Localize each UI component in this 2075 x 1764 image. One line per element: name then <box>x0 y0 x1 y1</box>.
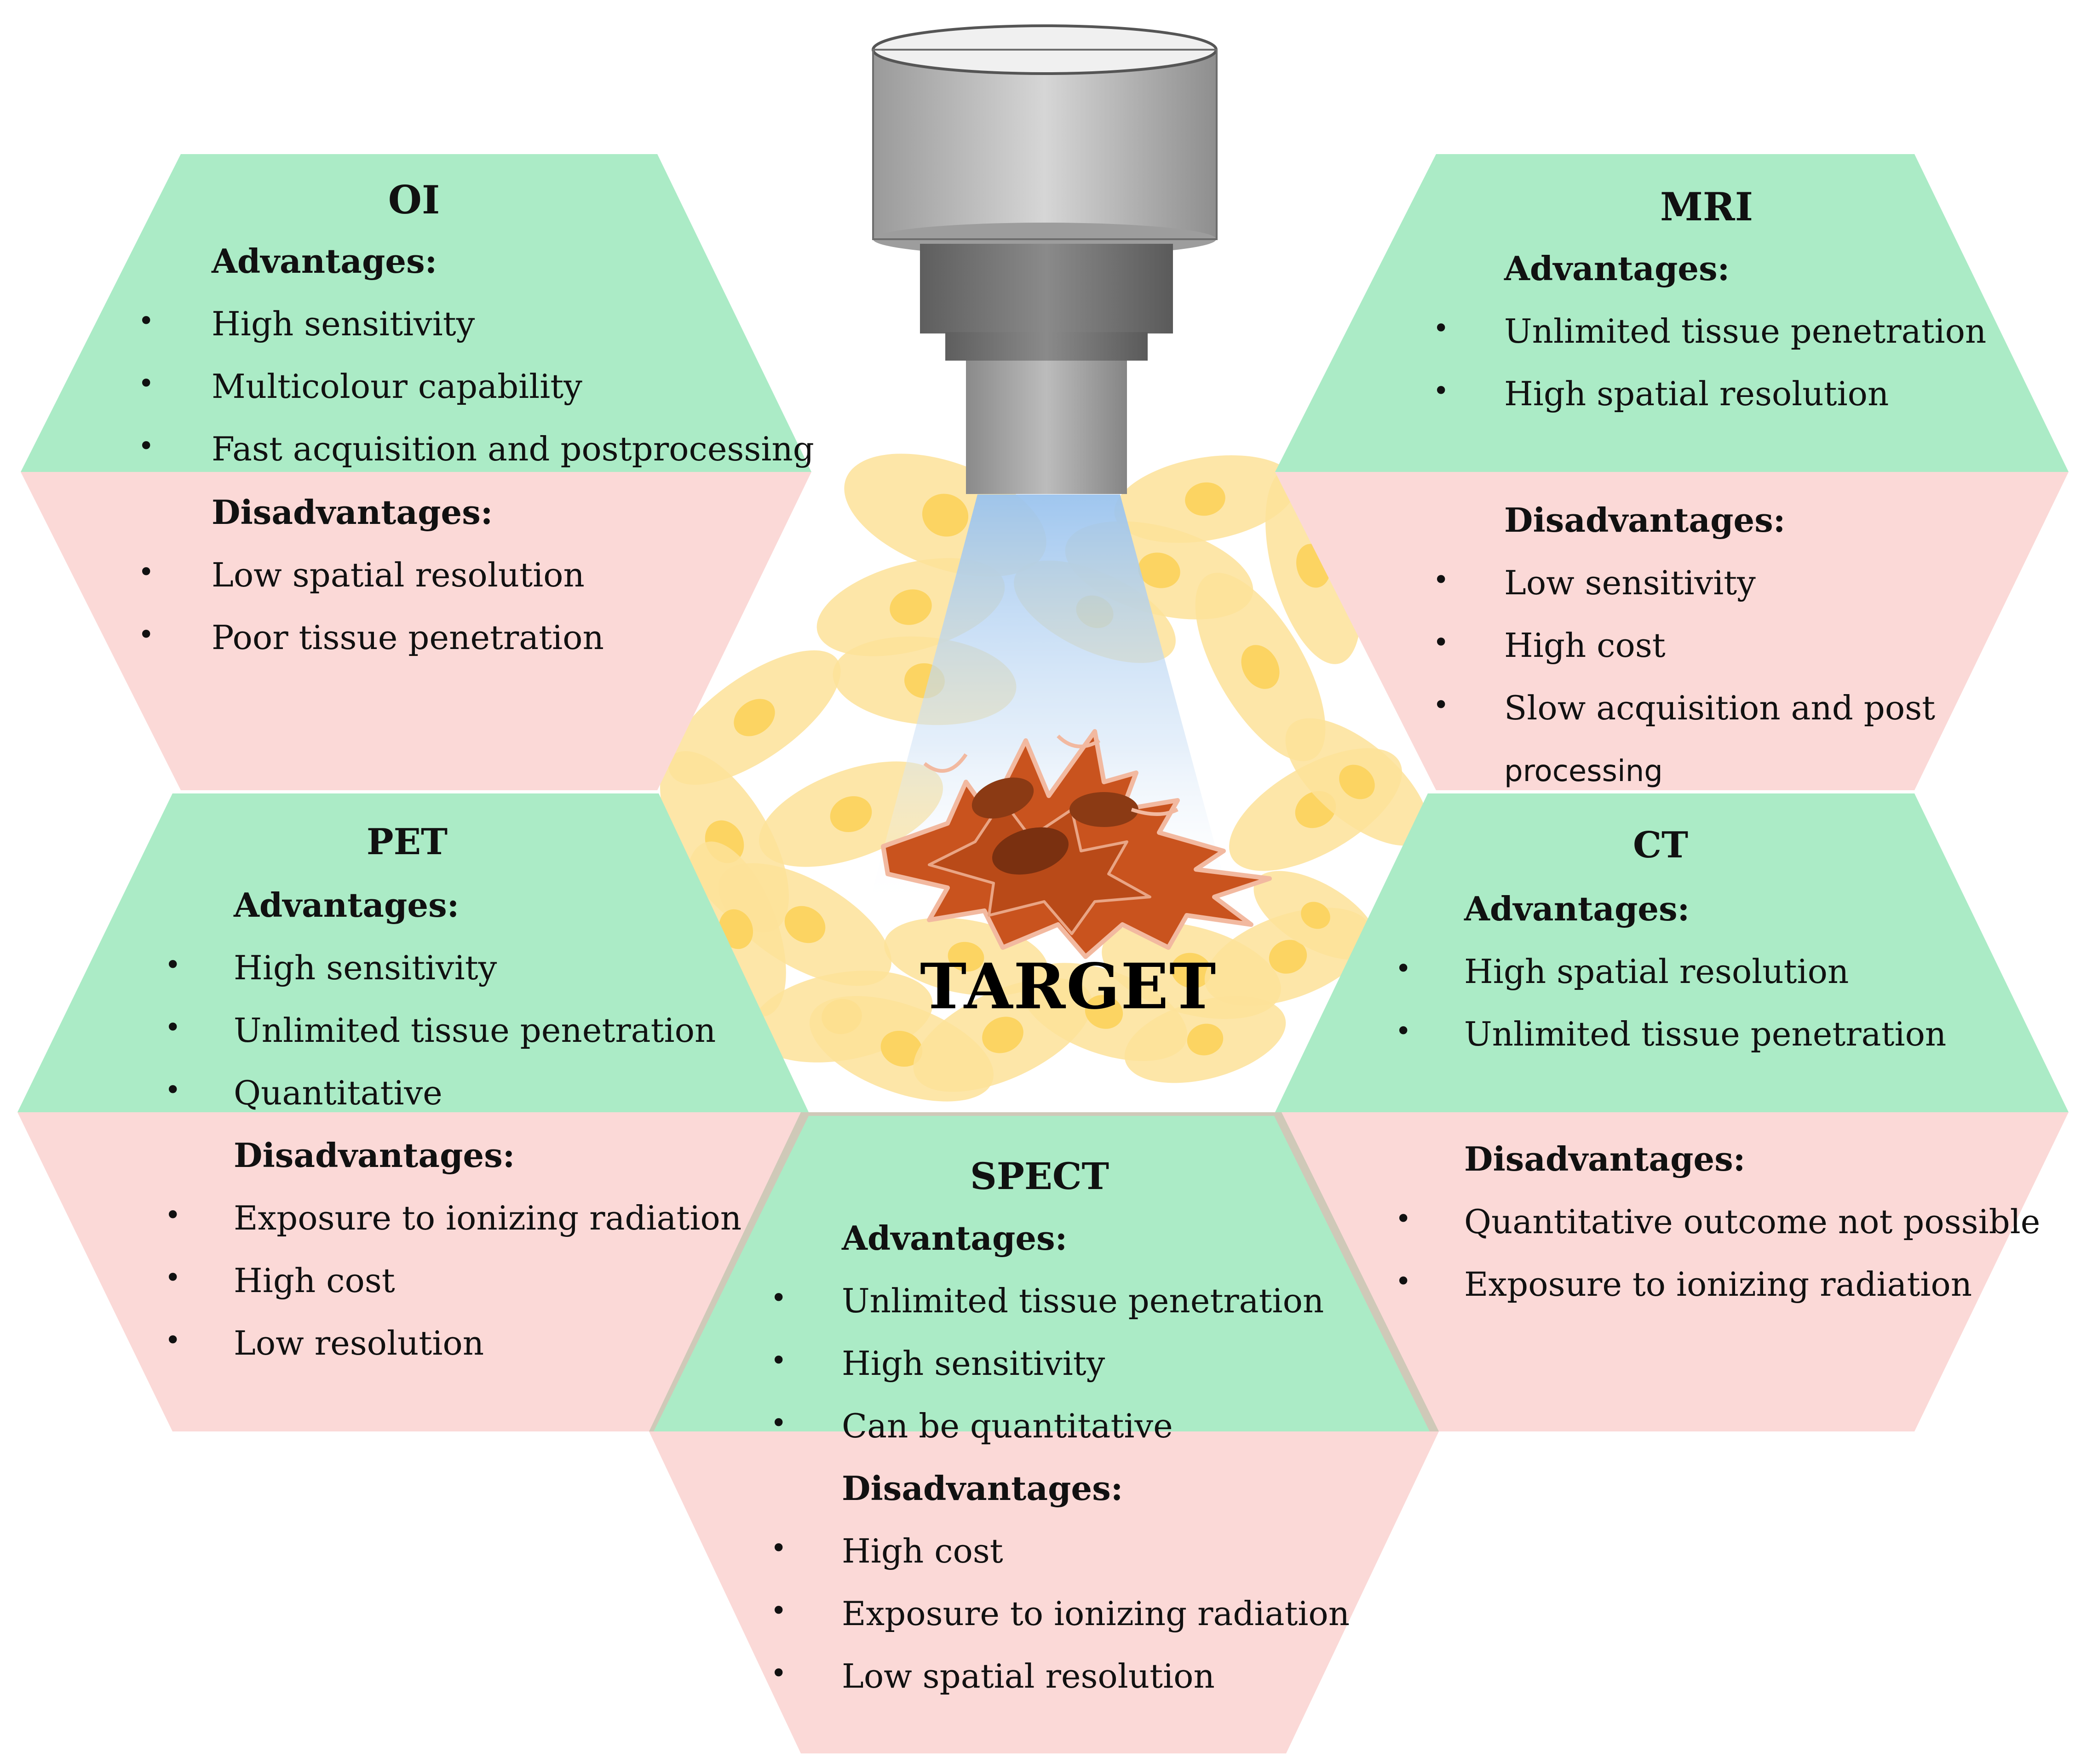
imaging-camera-icon <box>872 24 1218 494</box>
cell-nucleus <box>1269 940 1307 974</box>
panel-title-mri: MRI <box>1660 184 1753 230</box>
mri-advantages-region <box>1275 154 2069 472</box>
pet-advantages-region <box>17 793 809 1112</box>
list-item: •Multicolour capability <box>138 367 582 406</box>
list-item: •Fast acquisition and postprocessing <box>138 430 814 468</box>
pet-disadvantages-list: •Exposure to ionizing radiation •High co… <box>165 1199 742 1389</box>
pet-disadvantages-region <box>17 1112 809 1431</box>
ct-disadvantages-list: •Quantitative outcome not possible •Expo… <box>1395 1202 2041 1330</box>
list-item: •High sensitivity <box>770 1344 1105 1383</box>
mri-disadvantages-list: •Low sensitivity •High cost •Slow acquis… <box>1433 563 1936 737</box>
cell-nucleus <box>1085 995 1123 1029</box>
list-item: •Exposure to ionizing radiation <box>1395 1265 1972 1304</box>
oi-disadvantages-heading: Disadvantages: <box>212 493 493 532</box>
spect-advantages-heading: Advantages: <box>842 1218 1068 1258</box>
target-cell-icon <box>881 729 1272 959</box>
panel-oi-shape <box>21 154 811 790</box>
list-item: •Low spatial resolution <box>138 556 585 594</box>
cell-nucleus <box>1171 953 1212 988</box>
cell-nucleus <box>1339 764 1375 799</box>
mri-disadvantages-heading: Disadvantages: <box>1504 500 1786 540</box>
list-item: •Poor tissue penetration <box>138 618 604 657</box>
cell-nucleus <box>830 796 872 833</box>
list-item: •Exposure to ionizing radiation <box>770 1594 1350 1633</box>
spect-advantages-region <box>654 1116 1430 1431</box>
list-item: •Quantitative outcome not possible <box>1395 1202 2041 1241</box>
mri-advantages-list: •Unlimited tissue penetration •High spat… <box>1433 312 1987 440</box>
ct-disadvantages-region <box>1275 1112 2069 1431</box>
oi-advantages-heading: Advantages: <box>212 241 437 281</box>
ct-advantages-heading: Advantages: <box>1464 889 1690 928</box>
panel-title-spect: SPECT <box>970 1155 1109 1198</box>
list-item: •High spatial resolution <box>1395 952 1849 991</box>
cell-nucleus <box>982 1017 1023 1053</box>
list-item: •High sensitivity <box>165 948 497 987</box>
oi-disadvantages-region <box>21 472 811 790</box>
pet-disadvantages-heading: Disadvantages: <box>234 1136 515 1175</box>
spect-disadvantages-heading: Disadvantages: <box>842 1469 1123 1508</box>
list-item: •Can be quantitative <box>770 1407 1173 1445</box>
list-item: •High cost <box>770 1532 1003 1570</box>
cell-nucleus <box>734 699 775 736</box>
mri-disadvantages-region <box>1275 472 2069 790</box>
cell-field <box>660 454 1429 1102</box>
target-nucleus <box>1069 792 1138 827</box>
ct-advantages-list: •High spatial resolution •Unlimited tiss… <box>1395 952 1947 1080</box>
list-item: •Quantitative <box>165 1074 443 1112</box>
panel-mri-shape <box>1275 154 2069 790</box>
list-item: •High cost <box>165 1261 395 1300</box>
list-item: •High spatial resolution <box>1433 374 1889 413</box>
ct-disadvantages-heading: Disadvantages: <box>1464 1139 1746 1178</box>
list-item: •Exposure to ionizing radiation <box>165 1199 742 1237</box>
cell-nucleus <box>922 494 969 537</box>
panel-ct-shape <box>1275 793 2069 1431</box>
panel-title-ct: CT <box>1632 824 1689 866</box>
spect-advantages-list: •Unlimited tissue penetration •High sens… <box>770 1281 1324 1472</box>
list-item: •Low spatial resolution <box>770 1657 1215 1695</box>
list-item: •Unlimited tissue penetration <box>770 1281 1324 1320</box>
cell-nucleus <box>1241 645 1280 689</box>
cell-nucleus <box>784 906 826 943</box>
pet-advantages-heading: Advantages: <box>234 885 460 925</box>
list-item: •Unlimited tissue penetration <box>1433 312 1987 351</box>
cell-nucleus <box>718 909 753 949</box>
pet-advantages-list: •High sensitivity •Unlimited tissue pene… <box>165 948 716 1139</box>
list-item: •Low sensitivity <box>1433 563 1756 602</box>
cell-nucleus <box>890 589 932 625</box>
panel-pet-shape <box>17 793 809 1431</box>
cell-nucleus <box>1187 1023 1224 1056</box>
spect-disadvantages-list: •High cost •Exposure to ionizing radiati… <box>770 1532 1350 1722</box>
cell-nucleus <box>1301 902 1330 929</box>
cell-nucleus <box>1185 482 1225 516</box>
list-item: •Low resolution <box>165 1324 484 1362</box>
target-nucleus <box>992 827 1069 875</box>
spect-disadvantages-region <box>649 1431 1439 1753</box>
oi-advantages-list: •High sensitivity •Multicolour capabilit… <box>138 305 814 495</box>
list-item: •Unlimited tissue penetration <box>1395 1015 1947 1053</box>
oi-disadvantages-list: •Low spatial resolution •Poor tissue pen… <box>138 556 604 684</box>
panel-spect-shape <box>649 1112 1439 1753</box>
cell-nucleus <box>1138 552 1180 588</box>
list-item: •High sensitivity <box>138 305 475 343</box>
panel-title-pet: PET <box>366 821 448 863</box>
cell-nucleus <box>948 942 984 972</box>
ct-advantages-region <box>1275 793 2069 1112</box>
list-item: •Unlimited tissue penetration <box>165 1011 716 1050</box>
cell-nucleus <box>880 1030 923 1067</box>
target-label: TARGET <box>920 950 1217 1023</box>
mri-advantages-heading: Advantages: <box>1504 249 1730 288</box>
mri-disadvantages-continuation: processing <box>1504 754 1663 788</box>
oi-advantages-region <box>21 154 811 472</box>
list-item: •Slow acquisition and post <box>1433 689 1936 727</box>
target-nucleus <box>971 777 1034 819</box>
panel-title-oi: OI <box>388 177 440 223</box>
list-item: •High cost <box>1433 626 1666 665</box>
